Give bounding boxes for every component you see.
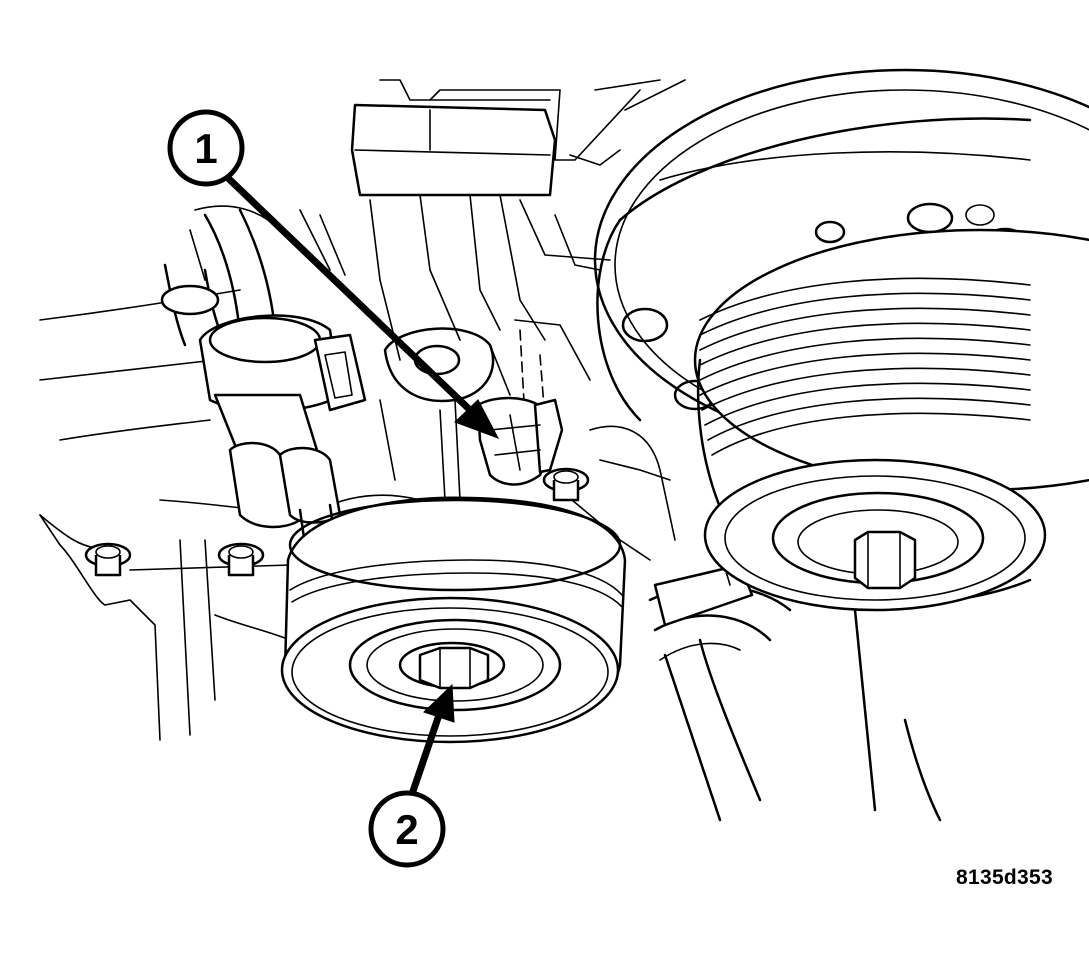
leader-line-2 [406,683,455,804]
callout-1-label: 1 [194,125,217,172]
bolt-center-right [542,467,590,502]
electrical-connector-block [350,103,557,197]
hose-clamp [648,563,792,822]
callout-1: 1 [167,109,245,187]
bolt-center-left [217,542,265,577]
callout-2: 2 [368,790,446,868]
crankshaft-pulley [593,68,1089,822]
bolt-left [84,542,132,577]
mounting-bolts [84,467,590,577]
valve-housing [198,314,367,547]
idler-pulley [280,496,627,744]
figure-id-label: 8135d353 [956,866,1053,889]
leader-line-1 [224,174,500,439]
sensor-body [476,396,564,486]
callout-2-label: 2 [395,806,418,853]
